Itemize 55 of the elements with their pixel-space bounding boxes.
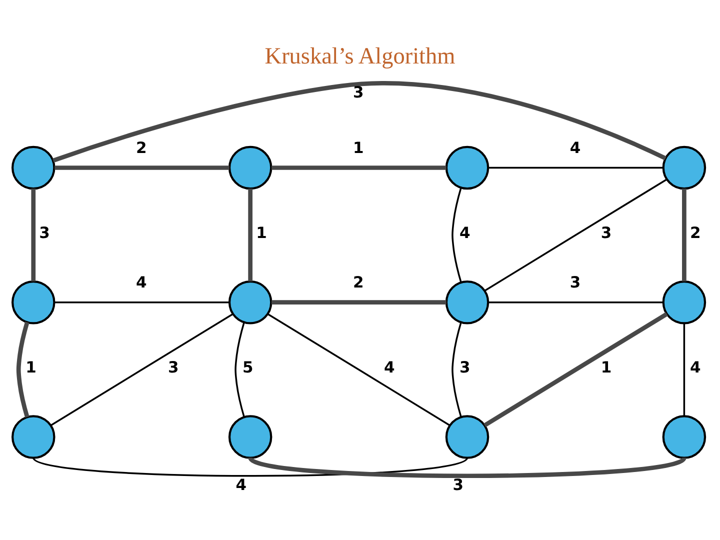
connector [452, 322, 462, 418]
edge-label: 4 [136, 274, 147, 292]
edge-label: 1 [26, 358, 36, 376]
node-circle [228, 280, 272, 324]
node-circle [662, 415, 706, 459]
connector [488, 301, 664, 304]
node-circle [662, 280, 706, 324]
connector [248, 188, 252, 282]
connector [52, 81, 666, 163]
edge-label: 1 [256, 224, 267, 242]
connector [452, 187, 462, 283]
edge-label: 4 [570, 139, 581, 158]
node-circle [228, 415, 272, 459]
edge-label: 4 [236, 476, 247, 494]
edge-label: 2 [690, 224, 701, 242]
node-circle [12, 280, 56, 324]
node-circle [445, 146, 490, 190]
connector [32, 457, 468, 477]
node-circle [445, 280, 490, 324]
edge-label: 3 [600, 224, 612, 242]
connector [249, 456, 686, 478]
connector [31, 188, 36, 282]
edge-label: 3 [570, 274, 581, 292]
diagram-title: Kruskal’s Algorithm [264, 43, 456, 70]
edge-label: 4 [690, 358, 701, 376]
connector [50, 313, 234, 426]
connector [234, 322, 245, 418]
connector [272, 166, 446, 170]
connector [272, 300, 446, 305]
connector [54, 166, 230, 170]
edge-label: 4 [384, 358, 395, 376]
edge-label: 5 [242, 358, 254, 376]
edge-label: 1 [600, 358, 612, 376]
edge-label: 3 [168, 358, 179, 376]
connector [488, 166, 664, 169]
node-circle [12, 415, 56, 459]
connector [683, 323, 686, 416]
edge-label: 1 [352, 139, 364, 158]
node-circle [662, 146, 706, 190]
connector [16, 322, 30, 418]
connector [682, 188, 686, 282]
connector [484, 178, 668, 292]
edge-label: 2 [352, 274, 364, 292]
edge-label: 3 [460, 358, 470, 376]
connector [267, 313, 450, 426]
edge-label: 3 [39, 224, 50, 242]
edge-label: 2 [136, 139, 147, 158]
node-circle [12, 146, 56, 190]
connector [484, 312, 668, 428]
connector [54, 301, 230, 304]
edge-label: 4 [460, 224, 470, 242]
edge-label: 3 [452, 476, 464, 494]
node-circle [228, 146, 272, 190]
node-circle [445, 415, 490, 459]
edge-label: 3 [352, 83, 364, 102]
